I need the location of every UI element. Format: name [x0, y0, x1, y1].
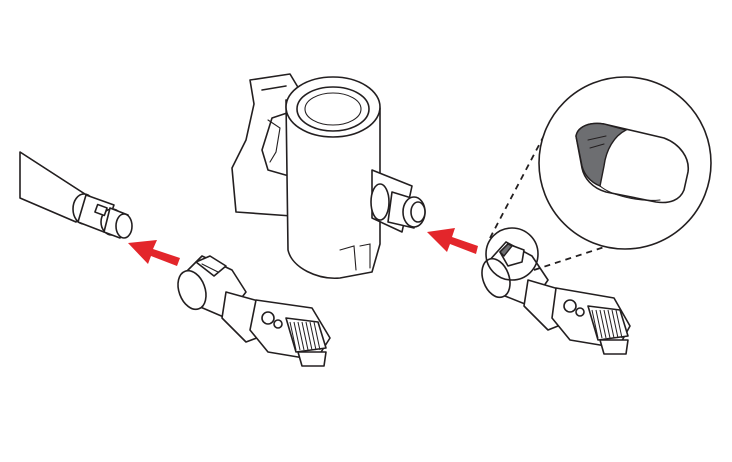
red-direction-arrow-icon: [128, 240, 180, 266]
magnified-detail-icon: [538, 76, 712, 250]
red-direction-arrow-icon: [427, 228, 478, 254]
release-button-icon: [575, 122, 689, 204]
handheld-vacuum-body-icon: [231, 73, 426, 279]
brush-bristles: [591, 309, 623, 339]
brush-bristles: [289, 321, 321, 351]
dusting-brush-tool-left: [177, 255, 331, 367]
dusting-brush-tool-right: [481, 241, 631, 355]
extension-wand-icon: [19, 151, 133, 239]
release-button-highlight: [485, 227, 539, 281]
